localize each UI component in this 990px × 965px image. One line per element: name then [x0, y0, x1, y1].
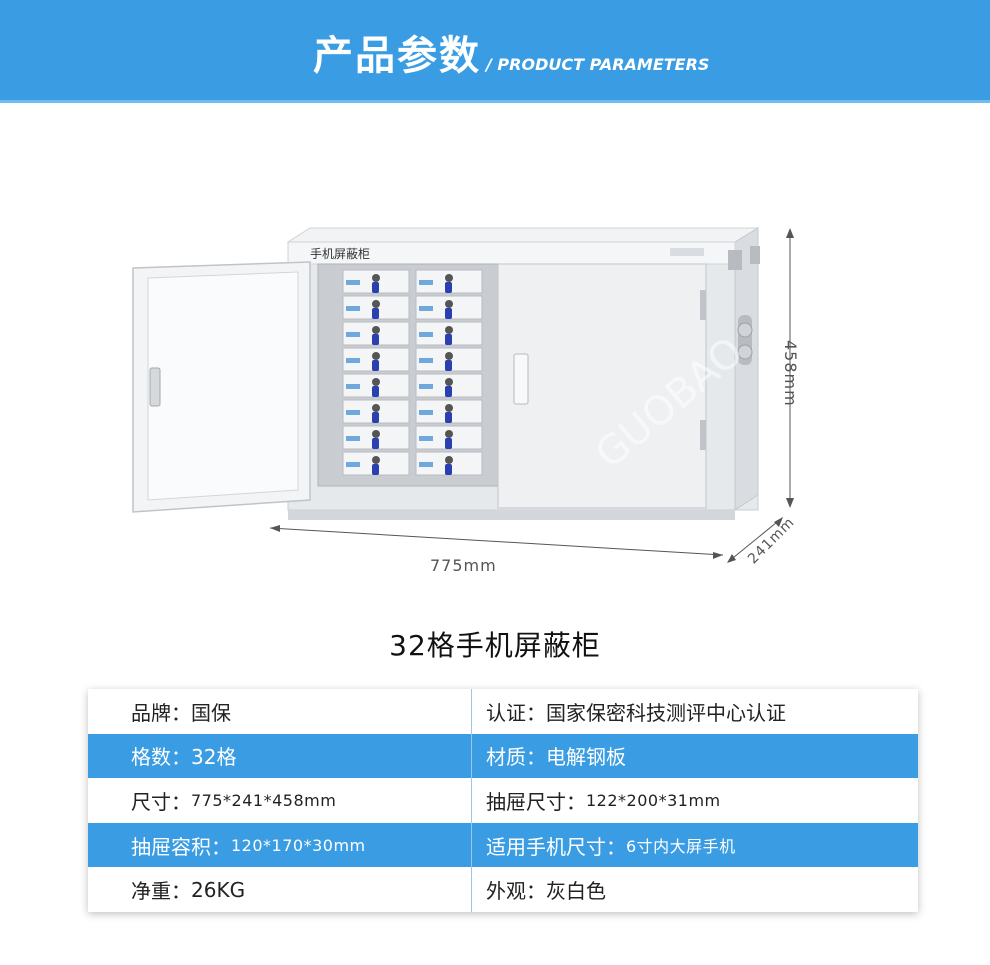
key-tag-icon	[445, 360, 452, 371]
key-tag-icon	[372, 334, 379, 345]
drawer-tag	[346, 306, 360, 311]
spec-row: 抽屉容积：120*170*30mm 适用手机尺寸：6寸内大屏手机	[88, 822, 918, 868]
key-tag-icon	[445, 412, 452, 423]
spec-row: 净重：26KG 外观：灰白色	[88, 867, 918, 912]
lock-icon	[445, 274, 453, 282]
lock-icon	[445, 378, 453, 386]
spec-row: 品牌：国保 认证：国家保密科技测评中心认证	[88, 689, 918, 734]
drawer-tag	[419, 280, 433, 285]
spec-row: 尺寸：775*241*458mm 抽屉尺寸：122*200*31mm	[88, 778, 918, 823]
column-divider	[471, 689, 472, 912]
spec-label: 材质：	[486, 745, 546, 770]
drawer-tag	[419, 410, 433, 415]
lock-icon	[445, 352, 453, 360]
spec-value: 国家保密科技测评中心认证	[546, 700, 786, 725]
height-dimension: 458mm	[781, 340, 800, 407]
key-tag-icon	[445, 282, 452, 293]
drawer-tag	[346, 436, 360, 441]
lock-icon	[372, 456, 380, 464]
drawer-grid	[342, 269, 483, 476]
product-title: 32格手机屏蔽柜	[389, 629, 601, 662]
spec-value: 32格	[191, 745, 237, 770]
lock-icon	[372, 430, 380, 438]
spec-row: 格数：32格 材质：电解钢板	[88, 733, 918, 779]
lock-icon	[372, 378, 380, 386]
lock-icon	[372, 300, 380, 308]
lock-icon	[372, 404, 380, 412]
spec-label: 抽屉容积：	[131, 834, 231, 859]
spec-value: 国保	[191, 700, 231, 725]
spec-label: 抽屉尺寸：	[486, 789, 586, 814]
spec-label: 尺寸：	[131, 789, 191, 814]
lock-icon	[445, 430, 453, 438]
spec-value: 灰白色	[546, 879, 606, 904]
header-banner	[0, 0, 990, 100]
spec-label: 外观：	[486, 879, 546, 904]
cabinet-illustration: 手机屏蔽柜 GUOBAO	[132, 227, 794, 563]
spec-label: 品牌：	[131, 700, 191, 725]
page-title: 产品参数	[313, 33, 481, 79]
spec-label: 格数：	[131, 745, 191, 770]
drawer-tag	[346, 358, 360, 363]
spec-label: 净重：	[131, 879, 191, 904]
key-tag-icon	[372, 360, 379, 371]
lock-icon	[445, 456, 453, 464]
drawer-tag	[346, 384, 360, 389]
spec-value: 120*170*30mm	[231, 835, 366, 855]
key-tag-icon	[445, 438, 452, 449]
spec-value: 6寸内大屏手机	[626, 837, 736, 857]
cabinet-label: 手机屏蔽柜	[310, 247, 370, 261]
lock-icon	[372, 352, 380, 360]
drawer-tag	[346, 280, 360, 285]
key-tag-icon	[445, 386, 452, 397]
drawer-tag	[419, 462, 433, 467]
spec-label: 认证：	[486, 700, 546, 725]
drawer-tag	[419, 306, 433, 311]
key-tag-icon	[372, 412, 379, 423]
key-tag-icon	[445, 464, 452, 475]
lock-icon	[445, 404, 453, 412]
key-tag-icon	[372, 308, 379, 319]
drawer-tag	[346, 332, 360, 337]
page-subtitle: / PRODUCT PARAMETERS	[486, 55, 710, 74]
spec-value: 电解钢板	[546, 745, 626, 770]
lock-icon	[372, 274, 380, 282]
spec-label: 适用手机尺寸：	[486, 834, 626, 859]
width-dimension: 775mm	[430, 556, 497, 575]
lock-icon	[445, 326, 453, 334]
key-tag-icon	[372, 438, 379, 449]
key-tag-icon	[372, 282, 379, 293]
spec-value: 775*241*458mm	[191, 790, 337, 810]
spec-value: 26KG	[191, 877, 246, 902]
key-tag-icon	[445, 334, 452, 345]
drawer-tag	[346, 410, 360, 415]
drawer-tag	[419, 332, 433, 337]
drawer-tag	[419, 358, 433, 363]
spec-value: 122*200*31mm	[586, 790, 721, 810]
drawer-tag	[419, 384, 433, 389]
lock-icon	[372, 326, 380, 334]
drawer-tag	[346, 462, 360, 467]
header-underline	[0, 100, 990, 103]
spec-table: 品牌：国保 认证：国家保密科技测评中心认证 格数：32格 材质：电解钢板 尺寸：…	[88, 689, 918, 912]
key-tag-icon	[372, 464, 379, 475]
key-tag-icon	[372, 386, 379, 397]
drawer-tag	[419, 436, 433, 441]
lock-icon	[445, 300, 453, 308]
key-tag-icon	[445, 308, 452, 319]
